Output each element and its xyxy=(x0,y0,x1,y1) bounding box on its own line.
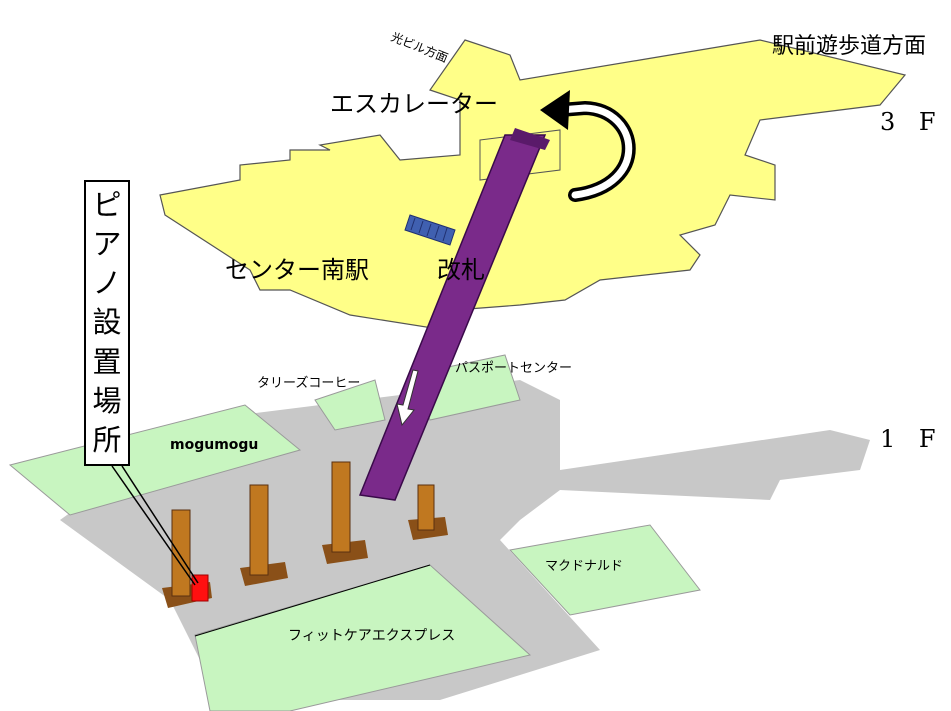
label-mogumogu: mogumogu xyxy=(170,437,259,453)
callout-pointer xyxy=(111,465,199,586)
callout-char: 設 xyxy=(92,305,122,340)
callout-char: 場 xyxy=(92,383,122,418)
callout-char: ピ xyxy=(92,188,122,223)
piano-location-callout: ピ ア ノ 設 置 場 所 xyxy=(84,180,130,466)
piano-location-marker xyxy=(191,574,209,602)
escalator-graphic xyxy=(358,128,550,501)
label-ticket-gate: 改札 xyxy=(437,256,485,284)
pillar-3 xyxy=(322,461,368,564)
label-floor-1: 1 F xyxy=(880,425,944,453)
callout-char: 所 xyxy=(92,422,122,457)
callout-char: ノ xyxy=(92,266,122,301)
callout-char: ア xyxy=(92,227,122,262)
label-fitcare: フィットケアエクスプレス xyxy=(288,628,456,644)
label-station-name: センター南駅 xyxy=(225,256,369,284)
label-mcdonalds: マクドナルド xyxy=(545,559,624,574)
pillar-4 xyxy=(408,484,448,540)
pillars xyxy=(162,461,448,608)
callout-char: 置 xyxy=(92,344,122,379)
label-tullys: タリーズコーヒー xyxy=(257,376,361,391)
ticket-gate-graphic xyxy=(404,214,456,246)
label-floor-3: 3 F xyxy=(880,108,944,136)
label-passport-center: パスポートセンター xyxy=(455,361,573,376)
pillar-2 xyxy=(240,484,288,586)
mogumogu-shop xyxy=(8,404,302,516)
tullys-shop xyxy=(314,379,386,431)
label-escalator: エスカレーター xyxy=(330,90,498,118)
label-station-ekimae: 駅前遊歩道方面 xyxy=(772,34,927,59)
third-floor-concourse xyxy=(159,39,907,331)
curved-direction-arrow-icon xyxy=(540,90,636,202)
escalator-direction-arrow xyxy=(396,369,419,427)
mcdonalds-shop xyxy=(509,524,701,616)
